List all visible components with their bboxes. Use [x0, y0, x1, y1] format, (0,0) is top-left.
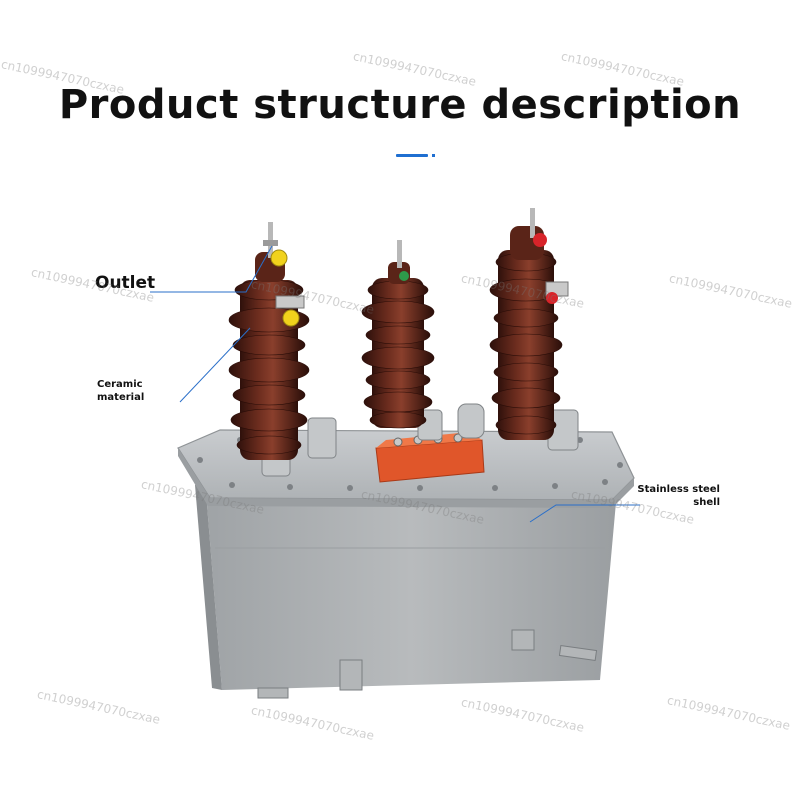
annotation-leaders — [150, 245, 640, 523]
middle-insulator — [361, 240, 435, 429]
title-underline-dot — [432, 154, 435, 157]
page-title: Product structure description — [58, 82, 742, 128]
terminal-block — [375, 432, 485, 483]
left-insulator — [228, 222, 310, 460]
outlet-label: Outlet — [95, 273, 156, 293]
shell-label: Stainless steel shell — [637, 484, 720, 508]
ceramic-label: Ceramic material — [97, 379, 145, 403]
right-insulator — [489, 208, 569, 440]
title-underline — [396, 154, 428, 157]
